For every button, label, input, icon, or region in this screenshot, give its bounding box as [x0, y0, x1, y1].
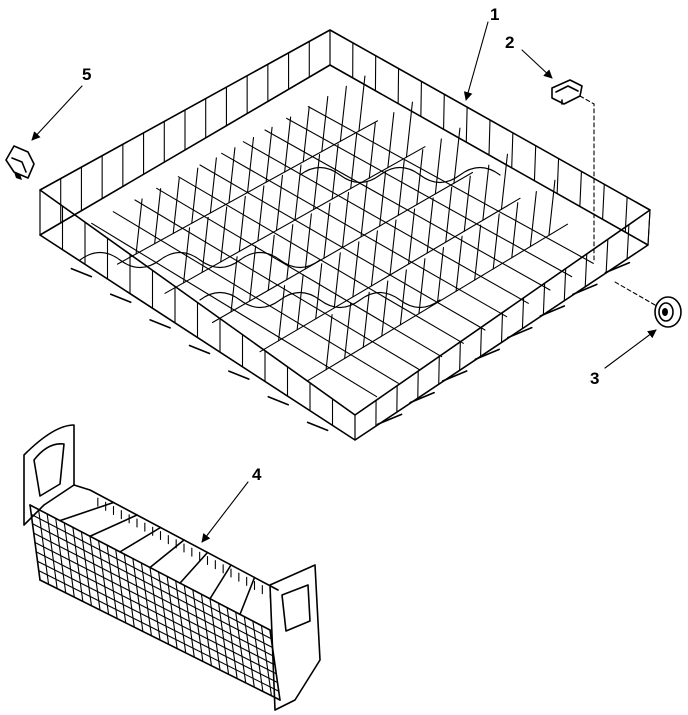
dishrack-icon — [39, 29, 651, 441]
callout-3: 3 — [590, 369, 599, 388]
callout-1: 1 — [490, 5, 499, 24]
clip-icon — [5, 145, 35, 180]
silverware-basket-icon — [23, 424, 321, 711]
wheel-icon — [614, 281, 682, 328]
clip-icon — [551, 79, 595, 261]
callout-2: 2 — [505, 33, 514, 52]
callout-4: 4 — [252, 465, 262, 484]
callout-5: 5 — [82, 65, 91, 84]
